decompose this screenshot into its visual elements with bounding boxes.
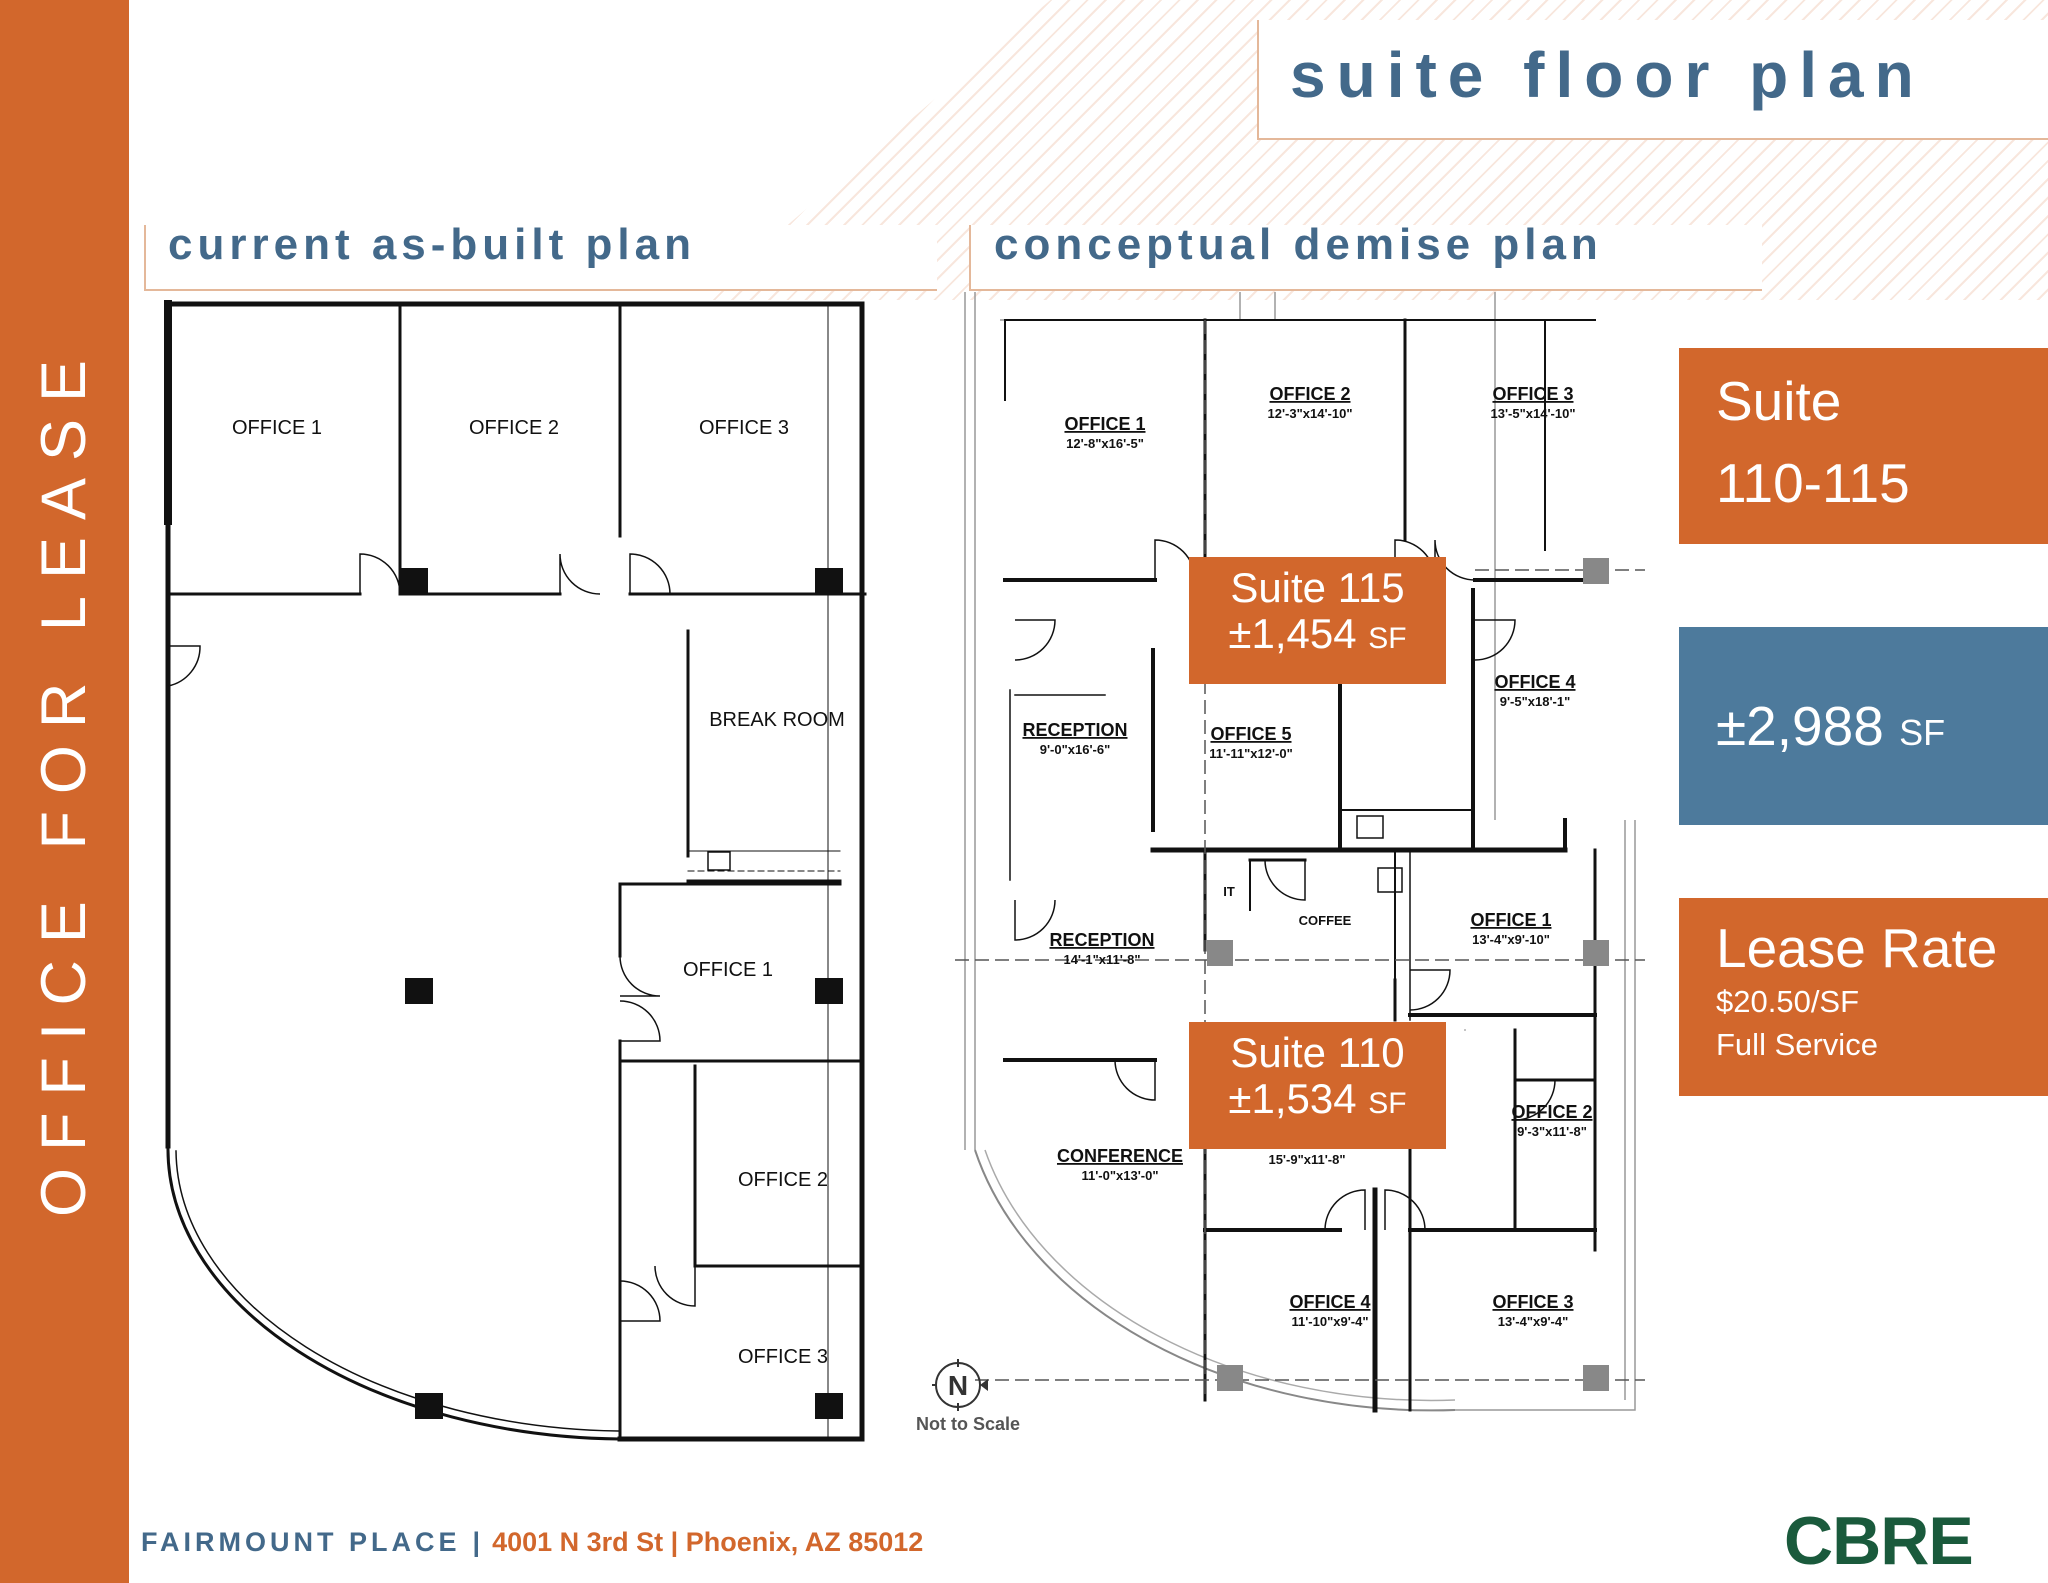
as-built-heading: current as-built plan <box>168 220 696 269</box>
sidebar: OFFICE FOR LEASE <box>0 0 129 1583</box>
as-built-office-3-right-label: OFFICE 3 <box>738 1346 828 1368</box>
as-built-office-2-right-label: OFFICE 2 <box>738 1169 828 1191</box>
footer-address: 4001 N 3rd St | Phoenix, AZ 85012 <box>492 1527 924 1557</box>
as-built-floor-plan: OFFICE 1 OFFICE 2 OFFICE 3 BREAK ROOM OF… <box>164 300 867 1442</box>
demise-heading: conceptual demise plan <box>994 220 1603 269</box>
demise-reception-top-label: RECEPTION <box>1022 720 1127 740</box>
demise-office-1-label: OFFICE 1 <box>1064 414 1145 434</box>
lease-price: $20.50/SF <box>1716 984 1860 1019</box>
demise-office-2b-dim: 9'-3"x11'-8" <box>1517 1124 1587 1139</box>
as-built-office-3-label: OFFICE 3 <box>699 417 789 439</box>
area-panel: ±2,988 SF <box>1679 627 2048 825</box>
demise-office-5-label: OFFICE 5 <box>1210 724 1291 744</box>
cbre-logo: CBRE <box>1784 1503 1974 1579</box>
demise-office-3-dim: 13'-5"x14'-10" <box>1490 406 1575 421</box>
suite-110-tag: Suite 110 ±1,534 SF <box>1189 1022 1446 1149</box>
suite-115-name: Suite 115 <box>1230 564 1405 611</box>
suite-110-name: Suite 110 <box>1230 1029 1405 1076</box>
suite-115-area-line: ±1,454 SF <box>1189 611 1446 662</box>
as-built-office-1-right-label: OFFICE 1 <box>683 959 773 981</box>
not-to-scale-note: Not to Scale <box>916 1414 1021 1434</box>
demise-office-4b-label: OFFICE 4 <box>1289 1292 1370 1312</box>
north-letter: N <box>948 1370 968 1401</box>
demise-office-4-dim: 9'-5"x18'-1" <box>1500 694 1571 709</box>
demise-reception-bottom-label: RECEPTION <box>1049 930 1154 950</box>
demise-office-2b-label: OFFICE 2 <box>1511 1102 1592 1122</box>
demise-conference-dim: 11'-0"x13'-0" <box>1081 1168 1158 1183</box>
as-built-heading-frame <box>144 225 937 291</box>
suite-110-area-line: ±1,534 SF <box>1189 1076 1446 1127</box>
demise-office-1-dim: 12'-8"x16'-5" <box>1066 436 1144 451</box>
demise-it-label: IT <box>1223 884 1235 899</box>
demise-office-4-label: OFFICE 4 <box>1494 672 1575 692</box>
demise-reception-bottom-dim: 14'-1"x11'-8" <box>1063 952 1140 967</box>
lease-title: Lease Rate <box>1716 917 1998 979</box>
demise-office-1b-label: OFFICE 1 <box>1470 910 1551 930</box>
as-built-office-1-label: OFFICE 1 <box>232 417 322 439</box>
suite-panel-label: Suite <box>1716 370 1842 432</box>
demise-conference-label: CONFERENCE <box>1057 1146 1183 1166</box>
as-built-break-room-label: BREAK ROOM <box>709 709 845 731</box>
demise-office-2-dim: 12'-3"x14'-10" <box>1267 406 1352 421</box>
sidebar-label: OFFICE FOR LEASE <box>29 342 99 1218</box>
suite-115-tag: Suite 115 ±1,454 SF <box>1189 557 1446 684</box>
demise-heading-frame <box>969 225 1762 291</box>
page-title: suite floor plan <box>1290 39 1925 111</box>
suite-panel-range: 110-115 <box>1716 452 1910 514</box>
demise-office-2-label: OFFICE 2 <box>1269 384 1350 404</box>
footer-separator: | <box>472 1527 481 1557</box>
demise-floor-plan: OFFICE 1 12'-8"x16'-5" OFFICE 2 12'-3"x1… <box>955 292 1645 1413</box>
footer: FAIRMOUNT PLACE | 4001 N 3rd St | Phoenix,… <box>141 1527 923 1558</box>
suite-110-unit: SF <box>1368 1087 1407 1120</box>
suite-110-area: ±1,534 <box>1228 1075 1357 1122</box>
demise-office-1b-dim: 13'-4"x9'-10" <box>1472 932 1550 947</box>
demise-office-4b-dim: 11'-10"x9'-4" <box>1291 1314 1368 1329</box>
north-arrow-icon: N <box>932 1359 988 1411</box>
footer-property: FAIRMOUNT PLACE <box>141 1527 461 1557</box>
demise-office-3b-label: OFFICE 3 <box>1492 1292 1573 1312</box>
demise-reception-top-dim: 9'-0"x16'-6" <box>1040 742 1111 757</box>
demise-mid-dim: 15'-9"x11'-8" <box>1268 1152 1345 1167</box>
demise-office-5-dim: 11'-11"x12'-0" <box>1209 746 1293 761</box>
suite-panel: Suite 110-115 <box>1679 348 2048 544</box>
demise-office-3b-dim: 13'-4"x9'-4" <box>1498 1314 1569 1329</box>
suite-115-area: ±1,454 <box>1228 610 1357 657</box>
total-area-unit: SF <box>1899 712 1946 753</box>
lease-type: Full Service <box>1716 1027 1878 1062</box>
demise-office-3-label: OFFICE 3 <box>1492 384 1573 404</box>
suite-115-unit: SF <box>1368 622 1407 655</box>
title-frame <box>1257 20 2048 140</box>
lease-panel: Lease Rate $20.50/SF Full Service <box>1679 898 2048 1096</box>
total-area-line: ±2,988 SF <box>1716 685 2048 774</box>
demise-coffee-label: COFFEE <box>1299 913 1352 928</box>
as-built-office-2-label: OFFICE 2 <box>469 417 559 439</box>
total-area: ±2,988 <box>1716 695 1884 757</box>
